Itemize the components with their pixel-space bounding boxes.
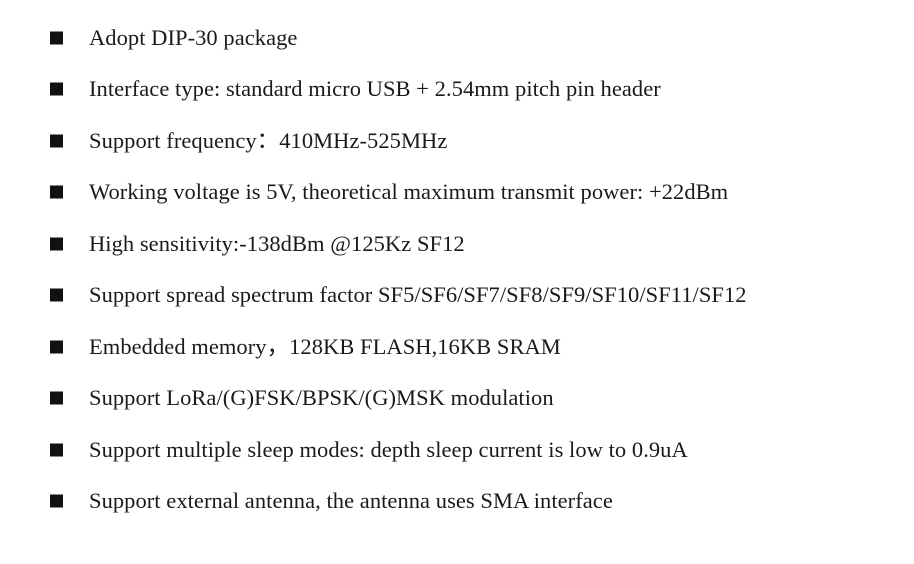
feature-text: Support spread spectrum factor SF5/SF6/S…	[89, 282, 747, 308]
square-bullet-icon	[50, 185, 63, 199]
list-item: Interface type: standard micro USB + 2.5…	[0, 64, 914, 116]
square-bullet-icon	[50, 237, 63, 251]
square-bullet-icon	[50, 391, 63, 405]
feature-text: Embedded memory，128KB FLASH,16KB SRAM	[89, 333, 561, 359]
list-item: Support spread spectrum factor SF5/SF6/S…	[0, 270, 914, 322]
list-item: Support LoRa/(G)FSK/BPSK/(G)MSK modulati…	[0, 373, 914, 425]
feature-text: Support multiple sleep modes: depth slee…	[89, 436, 688, 462]
list-item: Support external antenna, the antenna us…	[0, 476, 914, 528]
square-bullet-icon	[50, 443, 63, 457]
list-item: Support frequency：410MHz-525MHz	[0, 115, 914, 167]
feature-text: Working voltage is 5V, theoretical maxim…	[89, 179, 729, 205]
feature-text: Support frequency：410MHz-525MHz	[89, 127, 448, 153]
feature-text: Support LoRa/(G)FSK/BPSK/(G)MSK modulati…	[89, 385, 554, 411]
feature-text: Support external antenna, the antenna us…	[89, 488, 613, 514]
feature-text: Interface type: standard micro USB + 2.5…	[89, 76, 661, 102]
square-bullet-icon	[50, 494, 63, 508]
square-bullet-icon	[50, 340, 63, 354]
list-item: High sensitivity:-138dBm @125Kz SF12	[0, 218, 914, 270]
feature-list: Adopt DIP-30 package Interface type: sta…	[0, 12, 914, 527]
square-bullet-icon	[50, 288, 63, 302]
square-bullet-icon	[50, 82, 63, 96]
list-item: Embedded memory，128KB FLASH,16KB SRAM	[0, 321, 914, 373]
list-item: Adopt DIP-30 package	[0, 12, 914, 64]
feature-text: High sensitivity:-138dBm @125Kz SF12	[89, 230, 465, 256]
list-item: Support multiple sleep modes: depth slee…	[0, 424, 914, 476]
feature-text: Adopt DIP-30 package	[89, 24, 298, 50]
square-bullet-icon	[50, 31, 63, 45]
square-bullet-icon	[50, 134, 63, 148]
list-item: Working voltage is 5V, theoretical maxim…	[0, 167, 914, 219]
